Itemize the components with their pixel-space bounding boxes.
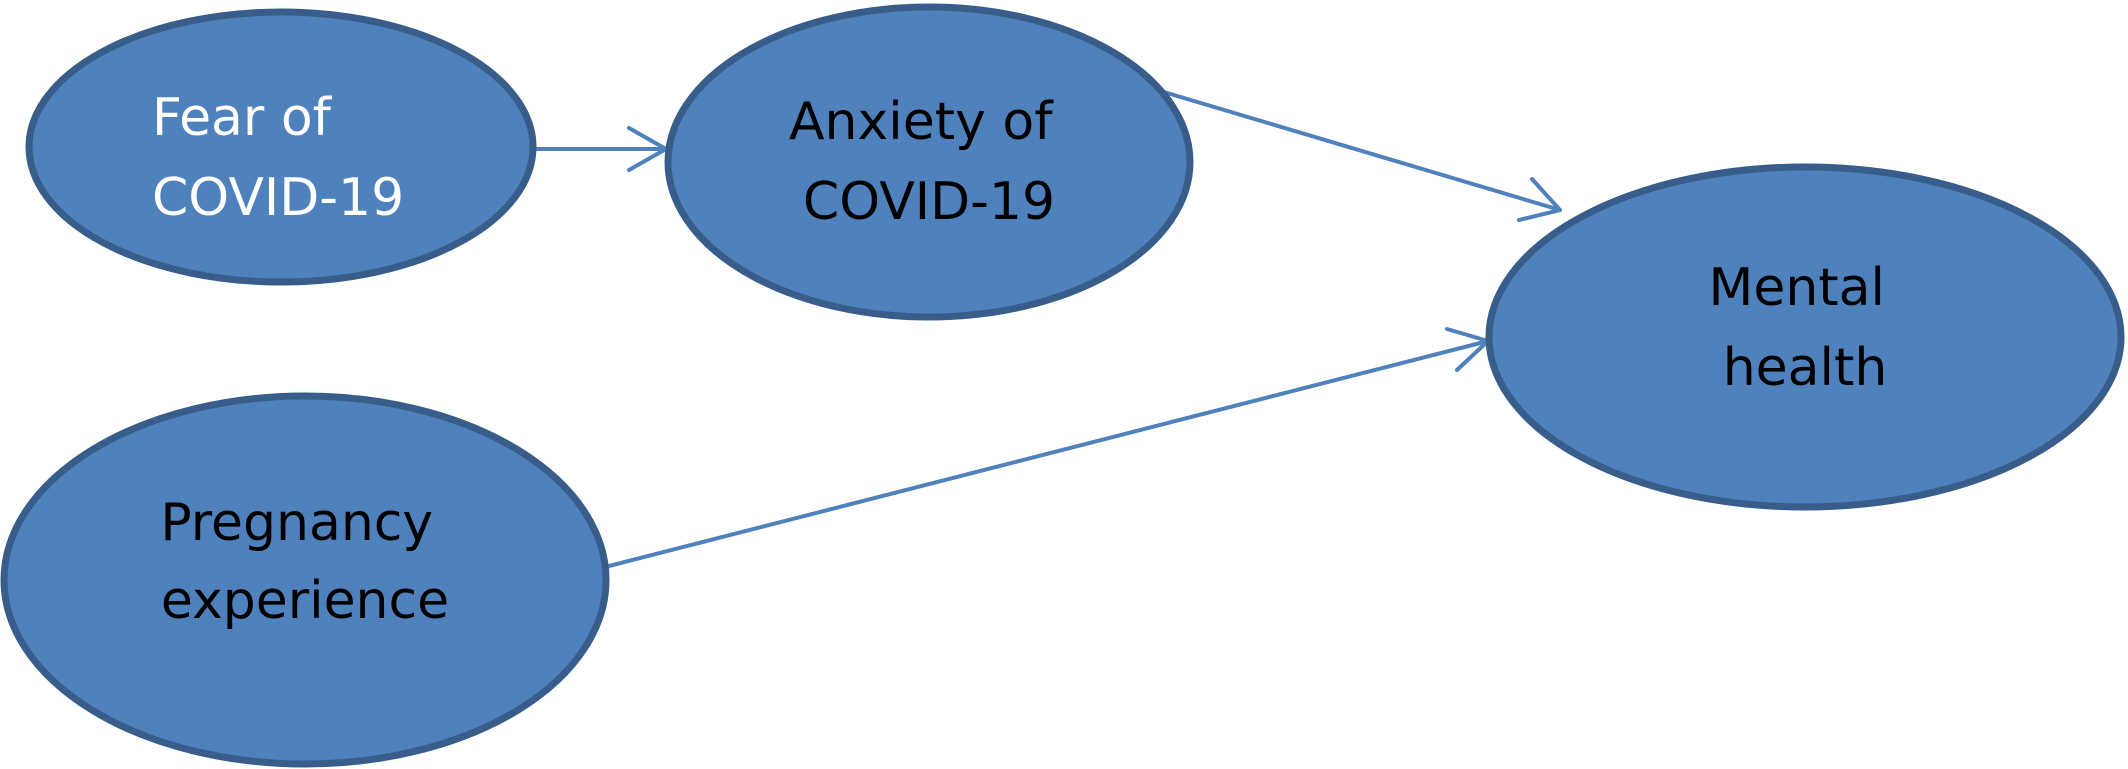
edge-fear-to-anxiety: [533, 126, 668, 172]
node-pregnancy-experience-label: Pregnancy experience: [160, 493, 449, 631]
node-pregnancy-experience-ellipse: [0, 392, 610, 768]
edge-anxiety-to-mental-arrowhead: [1517, 177, 1562, 222]
node-anxiety-of-covid-ellipse: [664, 3, 1194, 321]
node-anxiety-of-covid-label: Anxiety of COVID-19: [789, 92, 1069, 232]
node-pregnancy-experience: Pregnancy experience: [0, 392, 610, 768]
node-fear-of-covid-ellipse: [25, 8, 537, 286]
node-mental-health-label: Mental health: [1708, 258, 1901, 398]
node-pregnancy-experience-label-line-1: Pregnancy: [160, 493, 433, 553]
node-pregnancy-experience-label-line-2: experience: [161, 571, 449, 631]
node-fear-of-covid-label-line-2: COVID-19: [152, 168, 404, 228]
node-mental-health-label-line-1: Mental: [1708, 258, 1885, 318]
edge-anxiety-to-mental-line: [1098, 71, 1562, 212]
node-mental-health: Mental health: [1485, 163, 2125, 511]
edge-anxiety-to-mental: [1098, 71, 1562, 222]
node-fear-of-covid-label: Fear of COVID-19: [152, 88, 404, 228]
node-mental-health-label-line-2: health: [1723, 338, 1888, 398]
node-fear-of-covid: Fear of COVID-19: [25, 8, 537, 286]
node-anxiety-of-covid: Anxiety of COVID-19: [664, 3, 1194, 321]
node-anxiety-of-covid-label-line-2: COVID-19: [803, 172, 1055, 232]
node-mental-health-ellipse: [1485, 163, 2125, 511]
edge-pregnancy-to-mental-line: [607, 339, 1490, 568]
edge-pregnancy-to-mental: [607, 327, 1490, 568]
node-fear-of-covid-label-line-1: Fear of: [152, 88, 333, 148]
node-anxiety-of-covid-label-line-1: Anxiety of: [789, 92, 1054, 152]
